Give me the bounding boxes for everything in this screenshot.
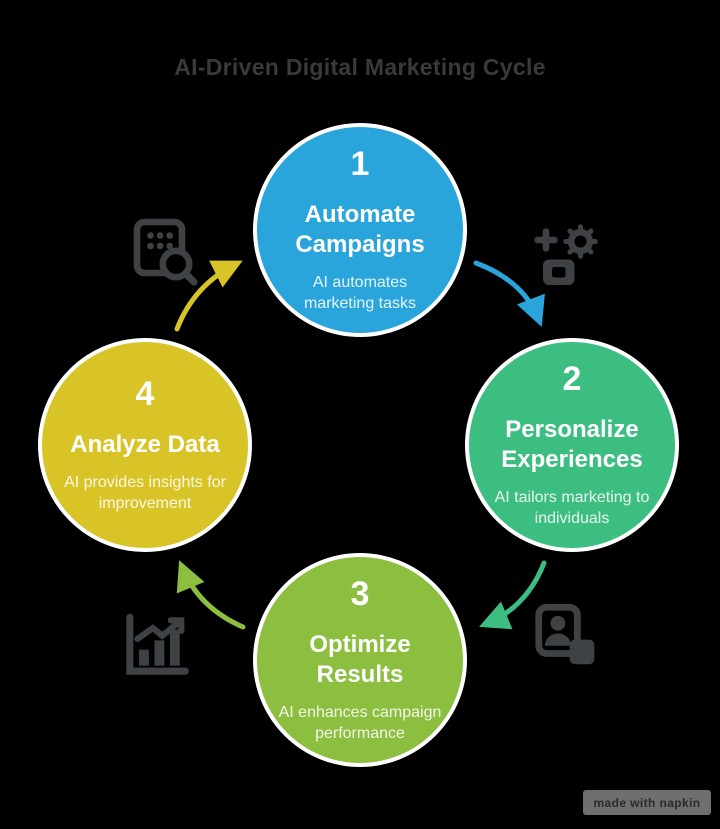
step-circle-optimize-results: 3 Optimize Results AI enhances campaign … [253, 553, 467, 767]
step-circle-analyze-data: 4 Analyze Data AI provides insights for … [38, 338, 252, 552]
data-search-icon [133, 218, 198, 286]
page-title: AI-Driven Digital Marketing Cycle [174, 54, 546, 80]
arrow-step3-to-step4 [176, 560, 246, 630]
user-profile-icon [535, 603, 595, 665]
automation-gear-icon [534, 224, 598, 285]
step-number: 4 [135, 375, 155, 414]
watermark-badge: made with napkin [583, 790, 711, 815]
step-description: AI tailors marketing to individuals [494, 489, 650, 527]
step-description: AI enhances campaign performance [278, 704, 442, 742]
step-description: AI provides insights for improvement [64, 474, 226, 512]
watermark-label: made with napkin [593, 795, 701, 810]
step-description: AI automates marketing tasks [303, 274, 417, 312]
step-title: Optimize Results [309, 631, 411, 689]
step-circle-automate-campaigns: 1 Automate Campaigns AI automates market… [253, 123, 467, 337]
step-title: Analyze Data [70, 431, 220, 459]
arrow-step4-to-step1 [174, 260, 243, 332]
step-number: 1 [350, 145, 370, 184]
step-circle-personalize-experiences: 2 Personalize Experiences AI tailors mar… [465, 338, 679, 552]
step-number: 3 [350, 575, 370, 614]
step-number: 2 [562, 360, 582, 399]
step-title: Personalize Experiences [501, 416, 643, 474]
arrow-step1-to-step2 [473, 260, 545, 327]
arrow-step2-to-step3 [479, 560, 547, 630]
step-title: Automate Campaigns [295, 201, 425, 259]
growth-chart-icon [126, 613, 189, 675]
